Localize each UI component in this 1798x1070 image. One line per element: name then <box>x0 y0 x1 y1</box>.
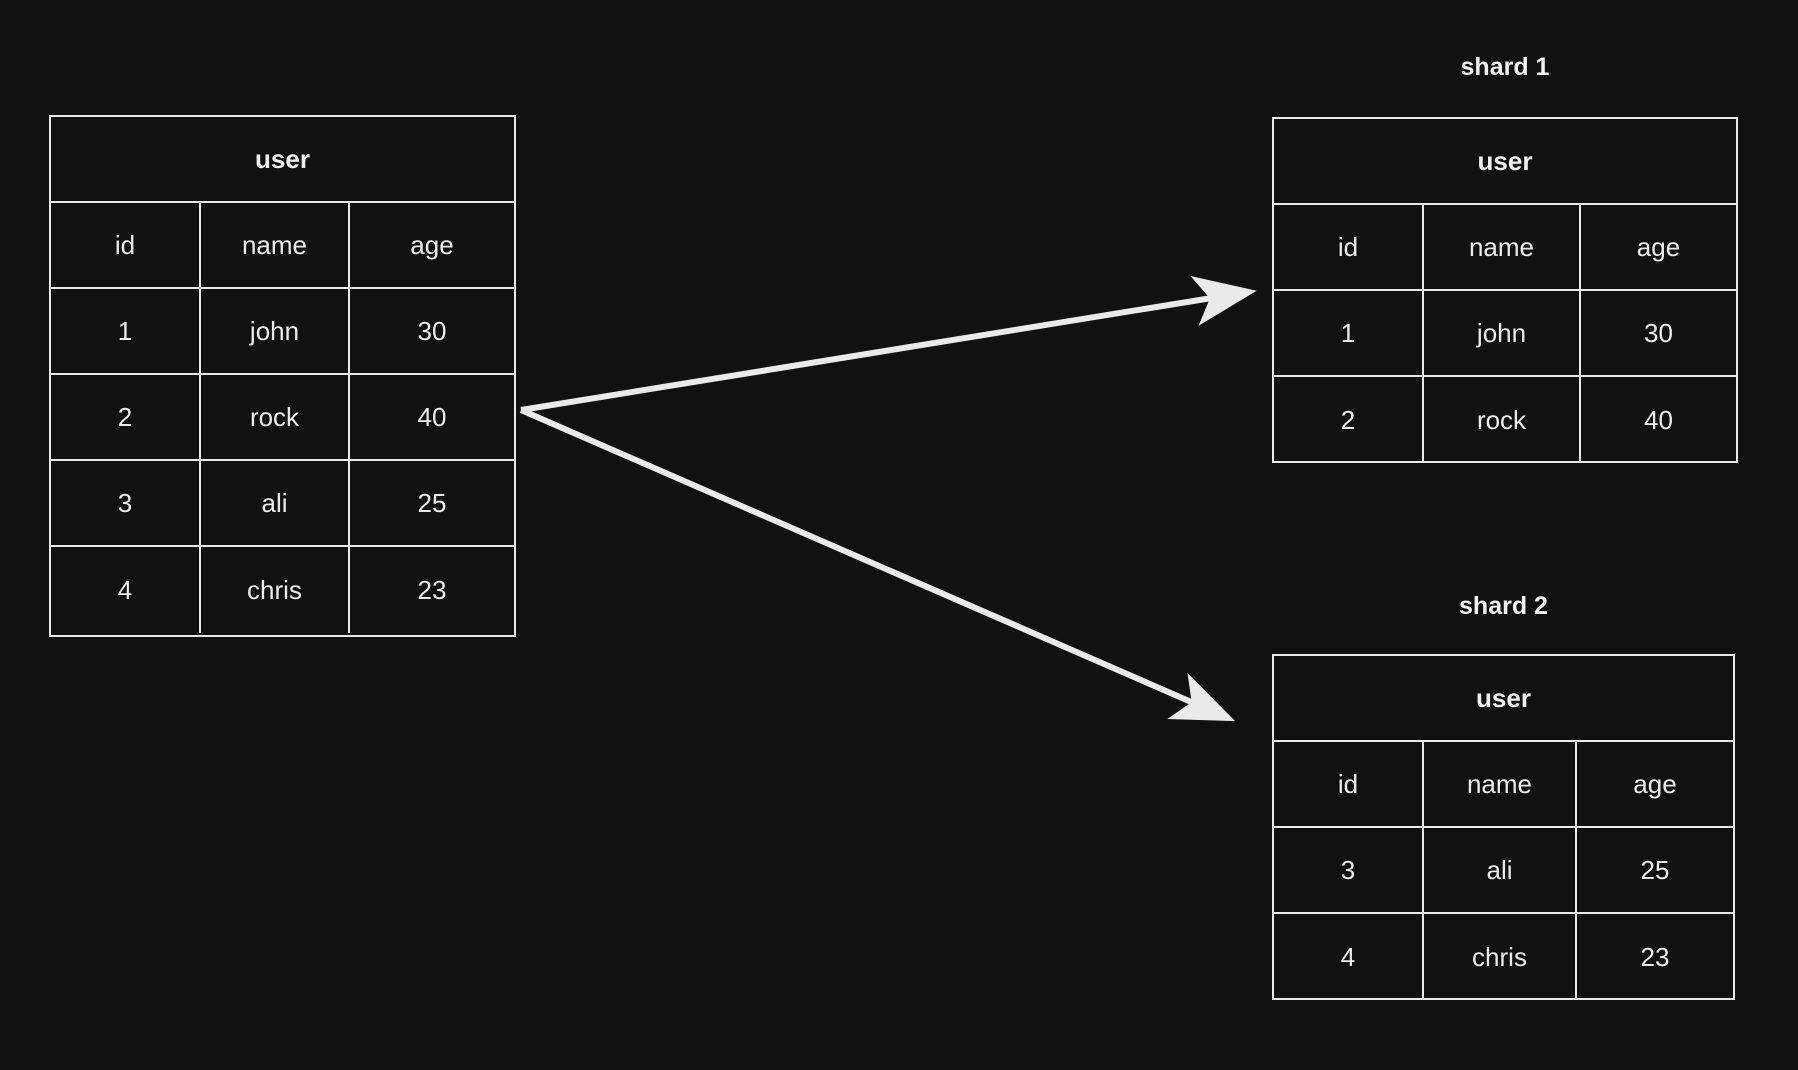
table-row: 2 rock 40 <box>51 375 514 461</box>
table-row: 2 rock 40 <box>1274 377 1736 463</box>
cell-age: 30 <box>417 315 447 346</box>
shard-1-label: shard 1 <box>1460 53 1550 81</box>
arrow-to-shard-1 <box>520 275 1257 413</box>
shard-2-table-title: user <box>1274 656 1733 742</box>
cell-name: chris <box>1424 914 1577 1000</box>
cell-id: 1 <box>51 289 201 373</box>
table-row: 4 chris 23 <box>51 547 514 633</box>
cell-id: 4 <box>51 547 201 633</box>
cell-age: 25 <box>1640 854 1670 885</box>
cell-age: 23 <box>1640 941 1670 972</box>
shard-2-user-table: user id name age 3 ali 25 4 chris 23 <box>1272 654 1735 1000</box>
shard-1-column-header-name: name <box>1424 205 1581 289</box>
cell-id: 2 <box>1274 377 1424 463</box>
shard-1-column-header-age: age <box>1636 231 1681 262</box>
table-row: 3 ali 25 <box>1274 828 1733 914</box>
cell-name: rock <box>201 375 350 459</box>
cell-id: 1 <box>1274 291 1424 375</box>
shard-1-header-row: id name age <box>1274 205 1736 291</box>
cell-age: 40 <box>1644 404 1673 435</box>
cell-id: 2 <box>51 375 201 459</box>
cell-name: john <box>201 289 350 373</box>
table-row: 1 john 30 <box>1274 291 1736 377</box>
cell-age: 40 <box>417 401 447 432</box>
source-table-title: user <box>51 117 514 203</box>
arrow-to-shard-2 <box>519 407 1236 722</box>
shard-1-column-header-id: id <box>1274 205 1424 289</box>
shard-2-label: shard 2 <box>1459 592 1548 620</box>
table-row: 1 john 30 <box>51 289 514 375</box>
shard-1-user-table: user id name age 1 john 30 2 rock 40 <box>1272 117 1738 463</box>
table-row: 4 chris 23 <box>1274 914 1733 1000</box>
cell-id: 4 <box>1274 914 1424 1000</box>
source-column-header-name: name <box>201 203 350 287</box>
cell-name: rock <box>1424 377 1581 463</box>
cell-age: 23 <box>417 574 447 605</box>
cell-name: john <box>1424 291 1581 375</box>
source-column-header-age: age <box>410 229 454 260</box>
shard-2-column-header-id: id <box>1274 742 1424 826</box>
cell-name: ali <box>1424 828 1577 912</box>
cell-name: ali <box>201 461 350 545</box>
source-column-header-id: id <box>51 203 201 287</box>
cell-name: chris <box>201 547 350 633</box>
cell-id: 3 <box>51 461 201 545</box>
cell-age: 30 <box>1644 317 1673 348</box>
shard-1-table-title: user <box>1274 119 1736 205</box>
source-user-table: user id name age 1 john 30 2 rock 40 3 a… <box>49 115 516 637</box>
cell-id: 3 <box>1274 828 1424 912</box>
cell-age: 25 <box>417 487 447 518</box>
shard-2-column-header-age: age <box>1633 768 1677 799</box>
shard-2-header-row: id name age <box>1274 742 1733 828</box>
table-row: 3 ali 25 <box>51 461 514 547</box>
source-header-row: id name age <box>51 203 514 289</box>
shard-2-column-header-name: name <box>1424 742 1577 826</box>
